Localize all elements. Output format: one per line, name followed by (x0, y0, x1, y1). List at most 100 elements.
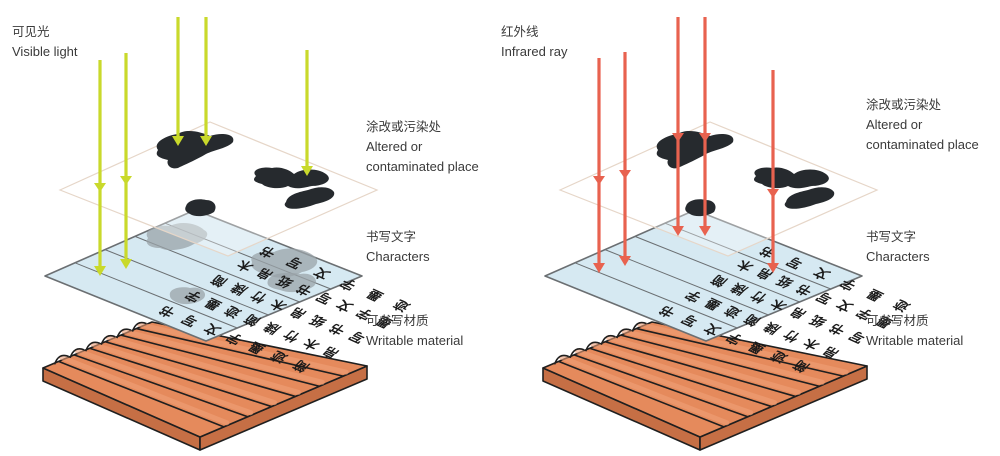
stain-shadow (267, 272, 317, 293)
material-wave (600, 334, 616, 345)
written-character: 纸 (806, 312, 831, 330)
ray-arrowhead (301, 166, 313, 176)
material-ridge-highlight (90, 341, 278, 406)
ray-arrowhead (767, 263, 779, 273)
contamination-label-zh: 涂改或污染处 (866, 97, 942, 112)
material-ridge-highlight (136, 322, 349, 375)
written-character: 竹 (279, 327, 305, 346)
written-character: 牍 (260, 319, 284, 337)
contamination-label-en-2: contaminated place (866, 137, 979, 152)
written-character: 书 (325, 320, 350, 338)
light-rays (593, 17, 779, 273)
ray-arrowhead (593, 263, 605, 273)
written-character: 墨 (864, 286, 887, 303)
light-label: 可见光 Visible light (12, 22, 78, 62)
light-label-zh: 可见光 (12, 24, 50, 39)
material-groove (620, 334, 820, 388)
material-groove (636, 327, 844, 377)
stain-shadow (251, 248, 318, 278)
ray-midpoint-arrowhead (619, 170, 631, 179)
contamination-plane (558, 121, 879, 257)
material-ridge-highlight (121, 328, 325, 385)
stain-blob (284, 187, 335, 209)
material-wave (584, 341, 601, 352)
material-label-en: Writable material (366, 333, 464, 348)
material-wave (100, 334, 116, 345)
contamination-label-zh: 涂改或污染处 (366, 119, 442, 134)
characters-label-zh: 书写文字 (366, 229, 417, 244)
material-wave (569, 348, 585, 359)
material-wave (84, 341, 101, 352)
ray-midpoint-arrowhead (699, 133, 711, 142)
written-character: 木 (799, 335, 825, 354)
light-label: 红外线 Infrared ray (501, 22, 567, 62)
material-label-zh: 可书写材质 (866, 313, 929, 328)
material-groove (58, 360, 225, 428)
characters-label-en: Characters (366, 249, 430, 264)
sheet-column-line (634, 235, 800, 303)
written-character: 文 (832, 297, 857, 315)
material-ridge-highlight (621, 328, 825, 385)
material-groove (589, 347, 772, 408)
ray-arrowhead (200, 136, 212, 146)
material-groove (573, 354, 748, 418)
written-character: 墨 (364, 286, 387, 303)
contamination-label-en-1: Altered or (366, 139, 423, 154)
material-ridge-highlight (559, 354, 730, 426)
infrared-panel: 书写文字墨迹简字墨迹简牍竹木帛简牍竹木帛纸书写木帛纸书写文字墨书写文字墨迹 红外… (500, 0, 1000, 456)
written-character: 木 (299, 335, 325, 354)
material-groove (558, 360, 725, 428)
characters-label: 书写文字 Characters (866, 227, 930, 267)
material-label: 可书写材质 Writable material (366, 311, 463, 351)
stain-shadow (169, 287, 206, 305)
material-groove (73, 354, 248, 418)
material-groove (120, 334, 320, 388)
characters-label-en: Characters (866, 249, 930, 264)
material-label: 可书写材质 Writable material (866, 311, 963, 351)
material-wave (131, 321, 147, 332)
ray-arrowhead (94, 266, 106, 276)
stain-blob (254, 167, 329, 189)
material-ridge-highlight (59, 354, 230, 426)
characters-label: 书写文字 Characters (366, 227, 430, 267)
sheet-surface (44, 209, 363, 342)
contamination-label: 涂改或污染处 Altered or contaminated place (866, 95, 979, 155)
ray-midpoint-arrowhead (120, 176, 132, 185)
sheet-column-line (574, 262, 738, 329)
material-ridge-highlight (636, 322, 849, 375)
material-ridge-highlight (574, 348, 754, 416)
characters-label-zh: 书写文字 (866, 229, 917, 244)
writable-material (42, 321, 368, 451)
material-wave (631, 321, 647, 332)
contamination-label-en-1: Altered or (866, 117, 923, 132)
ray-arrowhead (619, 256, 631, 266)
ray-midpoint-arrowhead (767, 189, 779, 198)
ray-arrowhead (672, 226, 684, 236)
ray-midpoint-arrowhead (593, 176, 605, 185)
written-character: 竹 (779, 327, 805, 346)
material-ridge-highlight (605, 335, 801, 395)
material-ridge-highlight (74, 348, 254, 416)
light-label-zh: 红外线 (501, 24, 539, 39)
light-label-en: Visible light (12, 44, 78, 59)
material-groove (105, 340, 296, 398)
stain-blob (185, 199, 216, 217)
written-character: 牍 (760, 319, 784, 337)
material-wave (553, 354, 569, 365)
writable-material (542, 321, 868, 451)
sheet-column-line (74, 262, 238, 329)
material-groove (136, 327, 344, 377)
sheet-column-line (104, 249, 269, 316)
ray-arrowhead (120, 259, 132, 269)
stain-blob (685, 199, 716, 217)
contamination-label: 涂改或污染处 Altered or contaminated place (366, 117, 479, 177)
stain-blob (656, 130, 734, 169)
material-ridge-highlight (105, 335, 301, 395)
ray-arrowhead (699, 226, 711, 236)
material-label-zh: 可书写材质 (366, 313, 429, 328)
material-label-en: Writable material (866, 333, 964, 348)
written-character: 文 (332, 297, 357, 315)
written-character: 书 (825, 320, 850, 338)
